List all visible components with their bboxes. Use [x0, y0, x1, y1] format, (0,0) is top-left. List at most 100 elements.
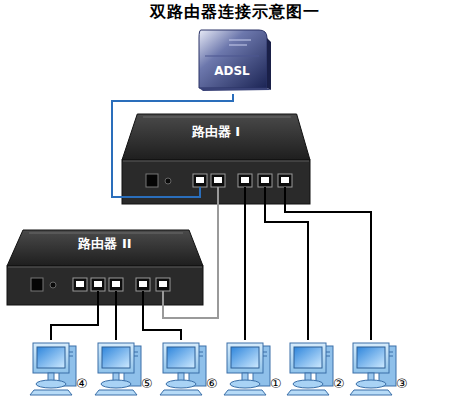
rect-shape: [227, 343, 263, 373]
cable-line: [115, 306, 117, 340]
rect-shape: [353, 343, 389, 373]
rect-shape: [109, 278, 123, 291]
router: 路由器 II: [5, 228, 205, 306]
rect-shape: [102, 347, 130, 368]
network-cable: [116, 306, 117, 340]
rect-shape: [136, 278, 150, 291]
cable-line: [244, 205, 246, 340]
rect-shape: [214, 177, 222, 183]
rect-shape: [31, 278, 43, 291]
computer-drawing: [222, 340, 274, 397]
polyline-shape: [264, 187, 266, 205]
line-shape: [143, 117, 291, 118]
cable-line: [143, 306, 181, 340]
rect-shape: [211, 174, 225, 187]
polyline-shape: [97, 291, 99, 306]
rect-shape: [281, 177, 289, 183]
rect-shape: [231, 347, 259, 368]
path-shape: [267, 38, 271, 90]
callout-number: ⑤: [141, 376, 155, 392]
network-cable: [245, 205, 246, 340]
router: 路由器 I: [120, 112, 312, 205]
rect-shape: [241, 177, 249, 183]
line-shape: [229, 45, 247, 46]
adsl-modem-drawing: [193, 26, 273, 94]
network-cable: [285, 205, 371, 340]
cable-line: [51, 306, 98, 340]
rect-shape: [159, 281, 167, 287]
callout-number: ④: [76, 376, 90, 392]
path-shape: [350, 390, 392, 395]
circle-shape: [165, 178, 171, 184]
device-label: 路由器 II: [25, 236, 185, 252]
line-shape: [229, 40, 251, 41]
rect-shape: [139, 281, 147, 287]
diagram-title: 双路由器连接示意图一: [0, 0, 470, 23]
path-shape: [199, 30, 267, 88]
network-cable: [51, 306, 98, 340]
circle-shape: [50, 282, 56, 288]
computer: ⑤: [93, 340, 155, 397]
callout-number: ⑥: [206, 376, 220, 392]
rect-shape: [258, 174, 272, 187]
ellipse-shape: [101, 380, 131, 388]
cable-line: [285, 205, 371, 340]
rect-shape: [357, 347, 385, 368]
rect-shape: [98, 343, 134, 373]
ellipse-shape: [356, 380, 386, 388]
ellipse-shape: [166, 380, 196, 388]
computer-drawing: [158, 340, 210, 397]
ellipse-shape: [230, 380, 260, 388]
adsl-modem: ADSL: [193, 26, 273, 94]
polyline-shape: [284, 187, 286, 205]
rect-shape: [196, 177, 204, 183]
device-label: 路由器 I: [140, 124, 292, 140]
path-shape: [224, 390, 266, 395]
path-shape: [30, 390, 72, 395]
polyline-shape: [244, 187, 246, 205]
polyline-shape: [142, 291, 144, 306]
rect-shape: [7, 266, 203, 305]
computer: ①: [222, 340, 284, 397]
polyline-shape: [115, 291, 117, 306]
polygon-shape: [7, 230, 203, 266]
rect-shape: [146, 174, 158, 187]
computer: ⑥: [158, 340, 220, 397]
device-label: ADSL: [197, 64, 267, 78]
line-shape: [205, 56, 259, 57]
ellipse-shape: [36, 380, 66, 388]
line-shape: [8, 267, 202, 268]
rect-shape: [163, 343, 199, 373]
rect-shape: [238, 174, 252, 187]
polyline-shape: [217, 187, 219, 205]
computer-drawing: [28, 340, 80, 397]
ellipse-shape: [293, 380, 323, 388]
line-shape: [29, 233, 183, 234]
rect-shape: [112, 281, 120, 287]
network-cable: [143, 306, 181, 340]
path-shape: [95, 390, 137, 395]
computer-drawing: [93, 340, 145, 397]
rect-shape: [261, 177, 269, 183]
line-shape: [123, 161, 309, 162]
path-shape: [199, 88, 271, 91]
rect-shape: [37, 347, 65, 368]
rect-shape: [76, 281, 84, 287]
rect-shape: [290, 343, 326, 373]
rect-shape: [193, 174, 207, 187]
computer: ②: [285, 340, 347, 397]
rect-shape: [33, 343, 69, 373]
rect-shape: [167, 347, 195, 368]
computer-drawing: [348, 340, 400, 397]
rect-shape: [73, 278, 87, 291]
polyline-shape: [162, 291, 164, 306]
rect-shape: [278, 174, 292, 187]
rect-shape: [91, 278, 105, 291]
callout-number: ①: [270, 376, 284, 392]
polygon-shape: [122, 114, 310, 160]
polyline-shape: [120, 187, 200, 197]
network-cable: [265, 205, 308, 340]
callout-number: ③: [396, 376, 410, 392]
computer-drawing: [285, 340, 337, 397]
